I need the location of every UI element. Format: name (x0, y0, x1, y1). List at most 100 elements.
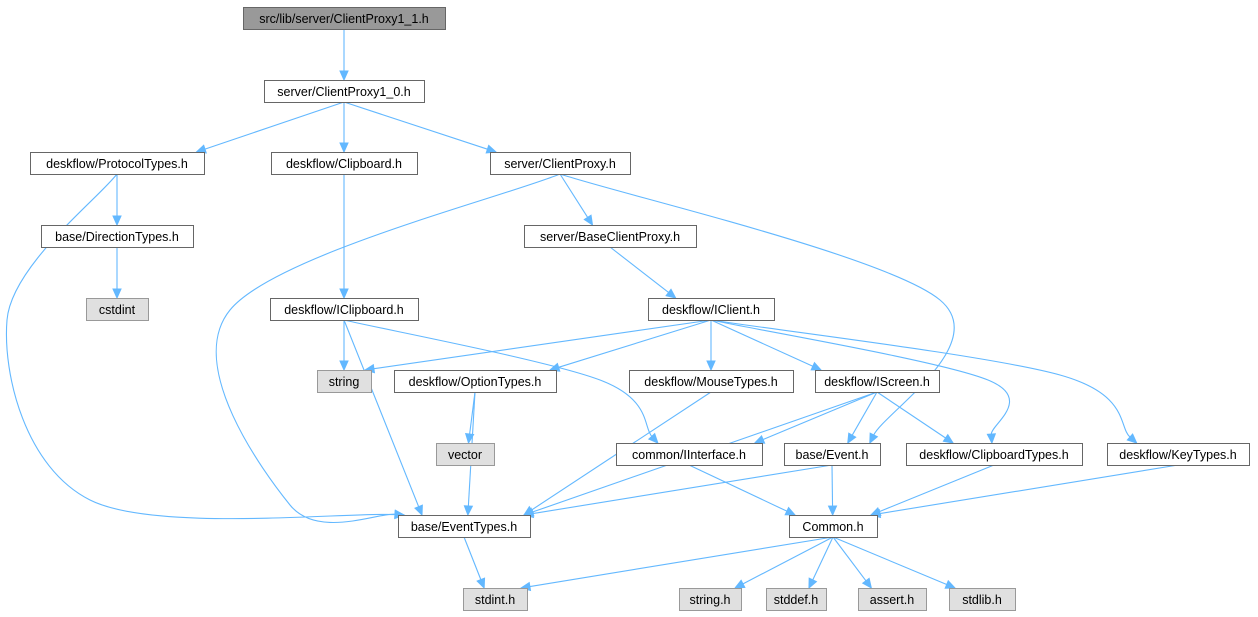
arrowhead (485, 144, 498, 154)
edge-line (204, 101, 345, 150)
edge-iclient-to-iscreen (710, 319, 823, 371)
node-label: base/EventTypes.h (411, 520, 517, 534)
node-mousetypes[interactable]: deskflow/MouseTypes.h (629, 370, 794, 393)
node-layer: src/lib/server/ClientProxy1_1.h server/Cl… (30, 7, 1250, 611)
node-box (436, 443, 495, 466)
node-cp10[interactable]: server/ClientProxy1_0.h (264, 80, 425, 103)
node-label: common/IInterface.h (632, 448, 746, 462)
edge-line (710, 319, 1011, 435)
node-label: deskflow/ProtocolTypes.h (46, 157, 188, 171)
node-box (271, 152, 418, 175)
node-vector: vector (436, 443, 495, 466)
node-stdint: stdint.h (463, 588, 528, 611)
arrowhead (706, 360, 716, 372)
node-box (30, 152, 205, 175)
node-bcp[interactable]: server/BaseClientProxy.h (524, 225, 697, 248)
edge-line (762, 391, 878, 441)
node-label: deskflow/IClipboard.h (284, 303, 404, 317)
edge-iinterface-to-common (688, 464, 797, 516)
edge-common-to-stdlib (832, 536, 957, 589)
node-string: string (317, 370, 372, 393)
edge-line (559, 173, 589, 218)
edge-event-to-eventtypes (522, 464, 833, 519)
arrowhead (414, 504, 423, 517)
edge-cproxy-to-bcp (559, 173, 594, 227)
edge-iclient-to-opttypes (548, 319, 712, 372)
node-label: Common.h (802, 520, 863, 534)
node-label: cstdint (99, 303, 136, 317)
edge-common-to-stdint (519, 536, 834, 592)
node-event[interactable]: base/Event.h (784, 443, 881, 466)
node-cproxy[interactable]: server/ClientProxy.h (490, 152, 631, 175)
node-box (41, 225, 194, 248)
edge-line (532, 464, 833, 515)
arrowhead (339, 360, 349, 372)
edge-line (812, 536, 834, 581)
node-iinterface[interactable]: common/IInterface.h (616, 443, 763, 466)
node-box (463, 588, 528, 611)
edge-line (609, 246, 669, 293)
node-label: stddef.h (774, 593, 819, 607)
arrowhead (195, 144, 207, 154)
edge-iscreen-to-event (847, 391, 878, 445)
node-stringh: string.h (679, 588, 742, 611)
node-iclient[interactable]: deskflow/IClient.h (648, 298, 775, 321)
node-label: deskflow/IScreen.h (824, 375, 930, 389)
edge-line (688, 464, 788, 512)
edge-common-to-assert (832, 536, 873, 589)
edge-root-to-cp10 (339, 29, 349, 82)
edge-line (343, 101, 488, 150)
edge-iclipboard-to-string (339, 320, 349, 372)
edge-line (832, 536, 947, 586)
edge-line (832, 536, 867, 582)
node-clip[interactable]: deskflow/Clipboard.h (271, 152, 418, 175)
edge-keytypes-to-common (869, 464, 1179, 519)
edge-line (710, 319, 1131, 438)
node-label: deskflow/IClient.h (662, 303, 760, 317)
arrowhead (476, 577, 486, 590)
arrowhead (986, 433, 997, 445)
node-common[interactable]: Common.h (789, 515, 878, 538)
node-box (949, 588, 1016, 611)
node-box (1107, 443, 1250, 466)
node-label: base/DirectionTypes.h (55, 230, 179, 244)
node-label: deskflow/MouseTypes.h (644, 375, 777, 389)
node-iscreen[interactable]: deskflow/IScreen.h (815, 370, 940, 393)
node-keytypes[interactable]: deskflow/KeyTypes.h (1107, 443, 1250, 466)
node-dirtypes[interactable]: base/DirectionTypes.h (41, 225, 194, 248)
node-label: vector (448, 448, 482, 462)
node-label: src/lib/server/ClientProxy1_1.h (259, 12, 429, 26)
edge-line (879, 464, 1179, 515)
arrowhead (869, 432, 879, 445)
edge-clip-to-iclipboard (339, 174, 349, 300)
node-box (398, 515, 531, 538)
node-stdlib: stdlib.h (949, 588, 1016, 611)
node-box (906, 443, 1083, 466)
edge-iclient-to-mousetypes (706, 320, 716, 372)
node-opttypes[interactable]: deskflow/OptionTypes.h (394, 370, 557, 393)
arrowhead (112, 288, 122, 300)
node-eventtypes[interactable]: base/EventTypes.h (398, 515, 531, 538)
edge-iclipboard-to-eventtypes (343, 319, 423, 517)
node-box (490, 152, 631, 175)
edge-line (558, 319, 712, 368)
node-iclipboard[interactable]: deskflow/IClipboard.h (270, 298, 419, 321)
edge-line (343, 319, 653, 437)
node-label: deskflow/KeyTypes.h (1119, 448, 1236, 462)
edge-cproxy-to-eventtypes (215, 173, 561, 524)
node-assert: assert.h (858, 588, 927, 611)
edge-event-to-common (827, 464, 838, 517)
edge-cliptypes-to-common (869, 464, 995, 516)
edge-cproxy-to-event (559, 173, 955, 445)
edge-iclient-to-keytypes (710, 319, 1138, 444)
arrowhead (942, 433, 955, 444)
node-box (524, 225, 697, 248)
node-box (270, 298, 419, 321)
edge-iscreen-to-cliptypes (876, 391, 955, 444)
edge-iclient-to-cliptypes (710, 319, 1011, 445)
node-proto[interactable]: deskflow/ProtocolTypes.h (30, 152, 205, 175)
node-label: server/BaseClientProxy.h (540, 230, 680, 244)
edge-iclipboard-to-iinterface (343, 319, 659, 444)
node-cliptypes[interactable]: deskflow/ClipboardTypes.h (906, 443, 1083, 466)
node-cstdint: cstdint (86, 298, 149, 321)
